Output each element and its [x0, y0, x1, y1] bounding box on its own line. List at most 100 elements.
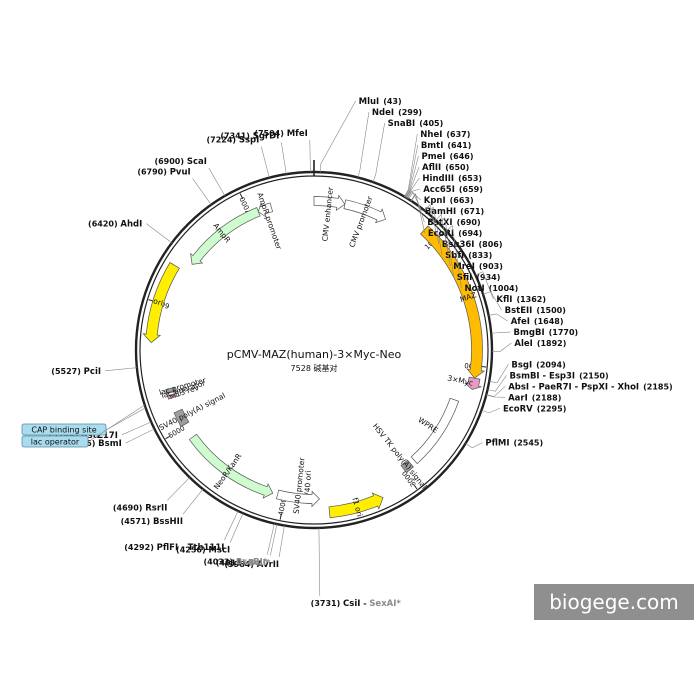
site-position: (1362) [516, 295, 546, 304]
site-name: BstZ17I [81, 431, 118, 441]
site-afei: AfeI (1648) [511, 317, 564, 327]
site-name: PmeI [421, 152, 445, 162]
site-bsteii: BstEII(1500) [505, 306, 566, 316]
site-absi-group: AbsI - PaeR7I - PspXI - XhoI(2185) [508, 382, 672, 392]
site-bsgi: BsgI (2094) [511, 360, 565, 370]
site-position: (1892) [537, 339, 567, 348]
site-leader-msci [229, 513, 244, 543]
site-name: AfeI [511, 317, 530, 327]
site-snabi: SnaBI(405) [388, 119, 444, 129]
tick-mark [279, 513, 282, 520]
site-name-2: SexAI* [369, 599, 401, 609]
site-leader-alei [491, 342, 512, 352]
feature-lac-operator [166, 390, 177, 397]
site-position: (7341) [220, 132, 252, 141]
site-leader-mlui [320, 100, 356, 173]
site-bmgbi: BmgBI(1770) [514, 328, 579, 338]
tick-mark [413, 483, 418, 490]
plasmid-length: 7528 碱基对 [291, 363, 338, 373]
feature-ampr [190, 207, 261, 265]
site-nhei: NheI(637) [420, 130, 470, 140]
site-leader-csii-sexai [318, 527, 321, 596]
site-position: (903) [479, 262, 503, 271]
site-leader-snabi [372, 122, 385, 183]
site-name: MluI [359, 97, 380, 107]
site-leader-ecori [411, 193, 426, 234]
site-name: SspI [239, 136, 259, 146]
site-leader-pmei [405, 155, 419, 198]
site-csii-sexai: (3731) CsiI - SexAI* [311, 599, 402, 609]
site-position: (6790) [137, 168, 169, 177]
plasmid-backbone [134, 160, 494, 530]
site-sspi: (7224) SspI [206, 136, 259, 146]
site-leader-aari [486, 394, 506, 398]
site-position: (833) [468, 251, 492, 260]
site-name: MscI [208, 546, 230, 556]
site-name: SnaBI [388, 119, 416, 129]
feature-label-ampr-promoter: AmpR promoter [255, 191, 283, 251]
site-name: PflFI - Tth111I [157, 543, 225, 553]
site-position: (2295) [537, 404, 567, 413]
site-name: BmtI [421, 141, 444, 151]
site-ecorv: EcoRV(2295) [503, 404, 566, 414]
feature-lac-promoter [165, 386, 176, 394]
site-name: BssHII [153, 517, 183, 527]
restriction-sites: MluI(43)NdeI(299)SnaBI(405)NheI(637)BmtI… [49, 97, 673, 609]
site-position: (934) [476, 273, 500, 282]
site-bsshii: (4571) BssHII [121, 517, 183, 527]
site-leader-pflfi-tth111i [224, 510, 239, 541]
site-position: (4015) [216, 558, 248, 567]
feature-neor-kanr [188, 433, 274, 499]
site-leader-ndei [357, 111, 370, 178]
site-position: (7504) [254, 129, 286, 138]
site-avrii: (3964) AvrII [224, 560, 279, 570]
site-leader-bstxi [410, 193, 425, 223]
site-leader-bsteii [482, 291, 502, 311]
feature-label-3xmyc: 3×Myc [447, 373, 474, 387]
site-mfei: (7504) MfeI [254, 129, 307, 139]
site-name: PvuI [170, 168, 191, 178]
site-position: (2185) [643, 382, 673, 391]
site-leader-scai [208, 168, 226, 197]
site-leader-noti [446, 224, 462, 289]
site-kpni: KpnI(663) [424, 196, 474, 206]
site-leader-sspi [260, 146, 270, 178]
site-leader-bsshii [182, 488, 204, 515]
site-name: Bsu36I [442, 240, 475, 250]
site-name: SgrDI [253, 132, 280, 142]
site-name: BstXI [427, 218, 452, 228]
feature-cmv-promoter [343, 199, 386, 224]
site-leader-absi-group [486, 386, 506, 397]
tick-mark [239, 193, 244, 200]
site-leader-afei [488, 313, 508, 322]
site-position: (646) [450, 152, 474, 161]
site-name: AhdI [120, 220, 142, 230]
site-name: PciI [84, 367, 101, 377]
site-leader-bsabi [266, 523, 275, 555]
site-alei: AleI(1892) [514, 339, 566, 349]
site-name: RsrII [145, 503, 167, 513]
site-leader-bsgi [489, 364, 509, 384]
site-leader-kpni [407, 191, 421, 201]
site-leader-ahdi [146, 223, 173, 244]
site-position: (2094) [536, 360, 566, 369]
site-name: BsgI [511, 360, 532, 370]
site-position: (5527) [51, 367, 83, 376]
site-position: (6420) [88, 220, 120, 229]
tick-label: 4000 [277, 497, 288, 516]
site-aari: AarI(2188) [508, 393, 561, 403]
site-name: SfiI [457, 273, 473, 283]
site-name: NotI [464, 284, 484, 294]
feature-wpre [410, 397, 460, 465]
site-position: (4033) [203, 558, 235, 567]
site-bamhi: BamHI(671) [425, 207, 484, 217]
chip-cap-binding-site [21, 423, 107, 436]
site-leader-pvui [192, 178, 212, 205]
site-leader-bstz17i [121, 421, 152, 436]
site-name: HindIII [422, 174, 454, 184]
site-position: (1648) [534, 317, 564, 326]
site-name: PflMI [485, 439, 509, 449]
site-mlui: MluI(43) [359, 97, 402, 107]
